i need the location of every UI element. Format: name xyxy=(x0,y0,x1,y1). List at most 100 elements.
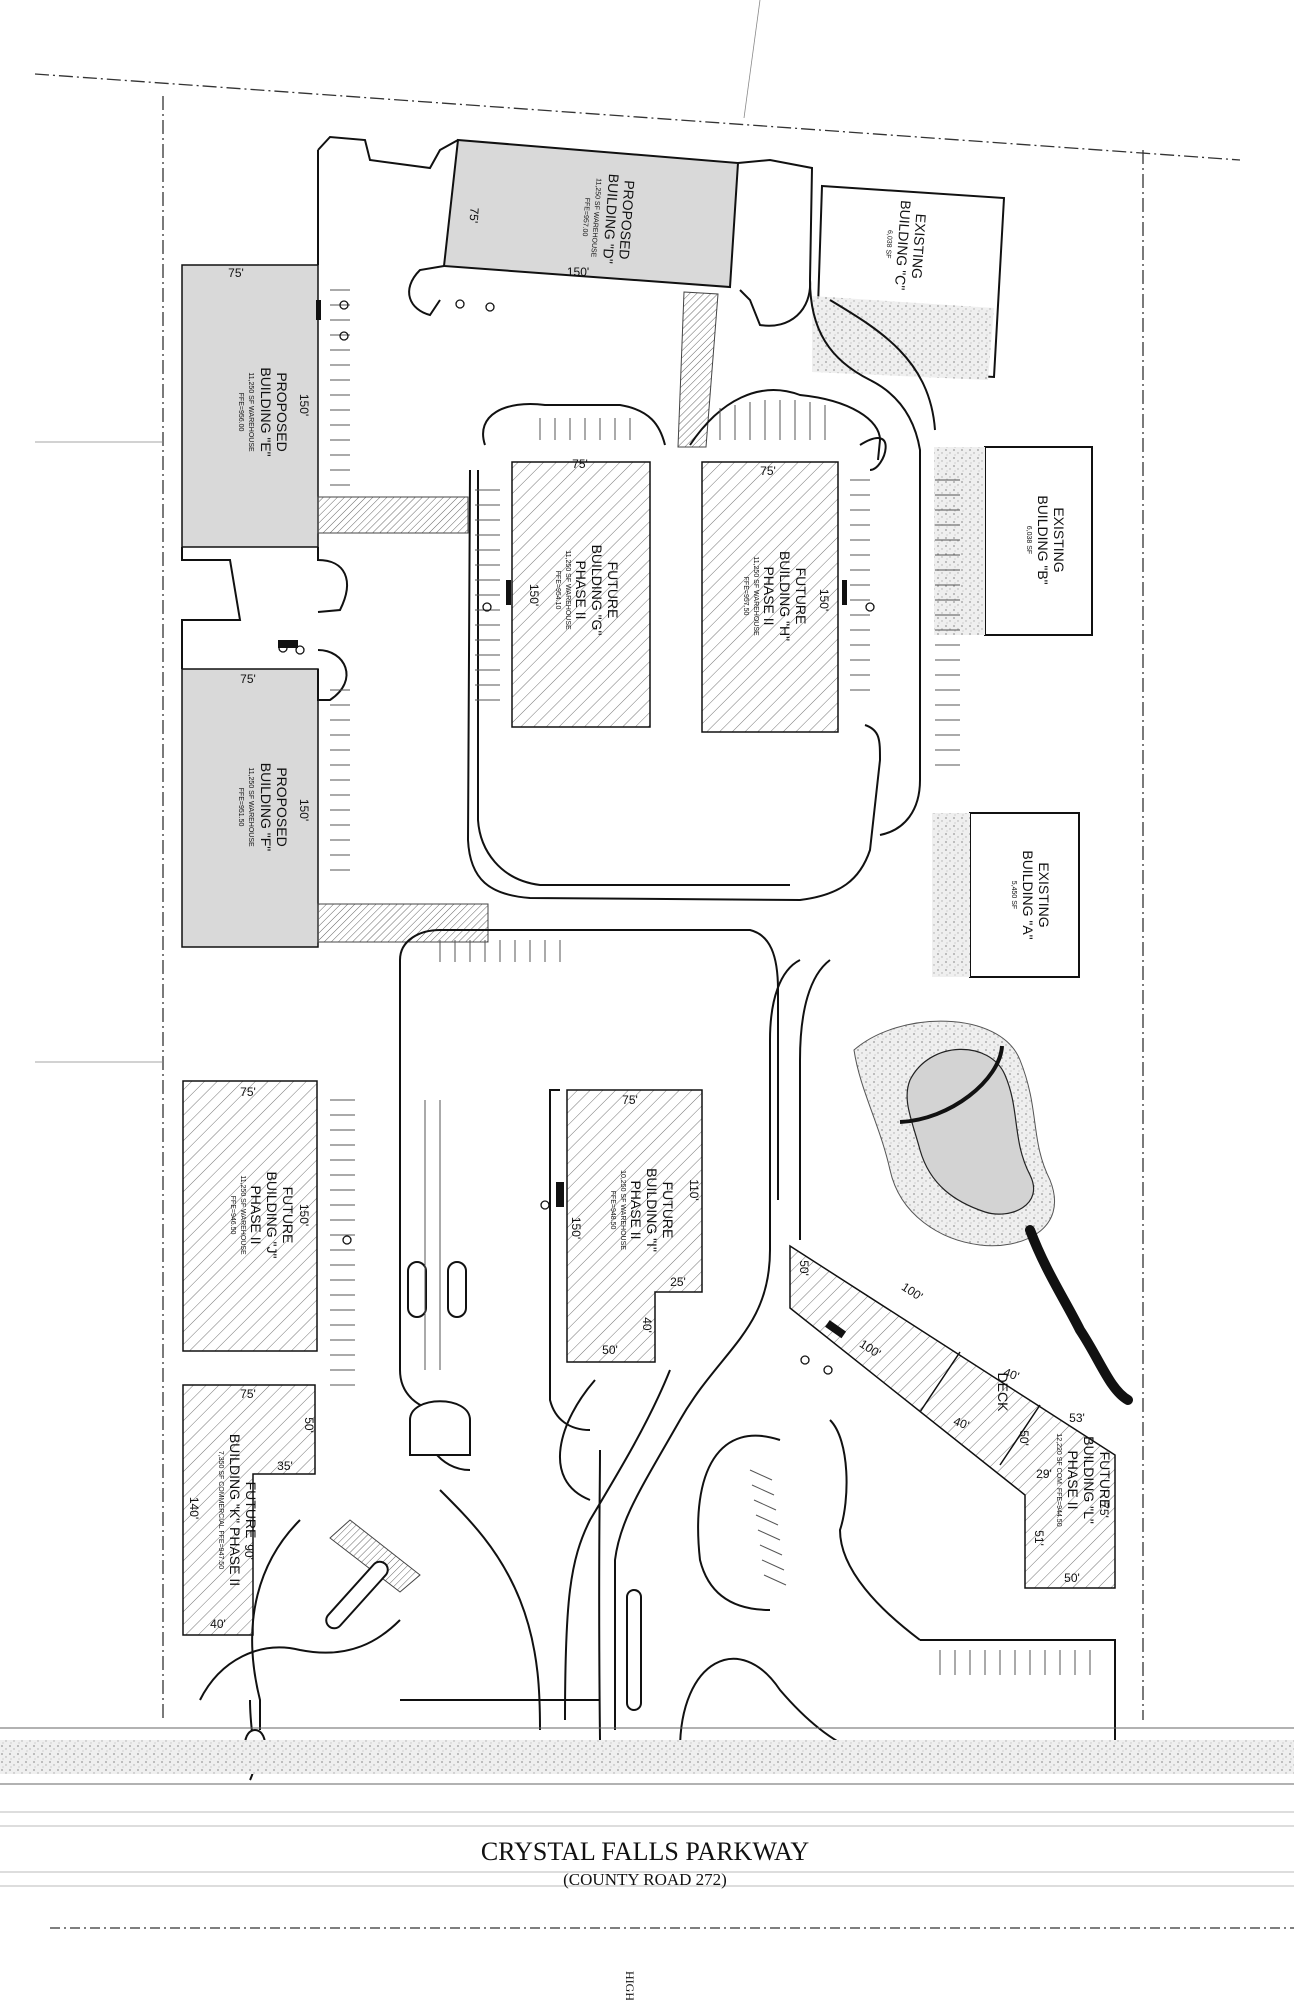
dim-h-150: 150' xyxy=(817,589,831,611)
building-b-label: EXISTING BUILDING "B" 6,038 SF xyxy=(1025,495,1067,584)
dim-l-51: 51' xyxy=(1032,1530,1046,1546)
building-f-label: PROPOSED BUILDING "F" 11,250 SF WAREHOUS… xyxy=(237,763,290,852)
building-l-phase: PHASE II xyxy=(1065,1450,1081,1509)
building-k-label: FUTURE BUILDING "K" PHASE II 7,350 SF CO… xyxy=(217,1434,259,1586)
building-b-title: EXISTING xyxy=(1051,507,1067,572)
deck-divider-2 xyxy=(999,1404,1041,1466)
building-l-area: 12,220 SF COM. FFE=944.50 xyxy=(1055,1433,1062,1526)
dim-i-150: 150' xyxy=(569,1217,583,1239)
building-b-area: 6,038 SF xyxy=(1025,526,1032,554)
building-c-area: 6,038 SF xyxy=(884,230,893,259)
dim-k-40: 40' xyxy=(210,1617,226,1631)
building-g-label: FUTURE BUILDING "G" PHASE II 11,250 SF W… xyxy=(554,545,621,636)
building-l-label: FUTURE BUILDING "L" PHASE II 12,220 SF C… xyxy=(1055,1433,1113,1526)
building-a-title: EXISTING xyxy=(1036,862,1052,927)
building-a-label: EXISTING BUILDING "A" 5,450 SF xyxy=(1010,850,1052,939)
building-e xyxy=(181,264,319,548)
building-h-name: BUILDING "H" xyxy=(777,551,793,641)
building-e-ffe: FFE=956.00 xyxy=(237,393,244,432)
dim-j-150: 150' xyxy=(297,1204,311,1226)
building-l xyxy=(789,1244,1116,1589)
building-d-title: PROPOSED xyxy=(616,180,637,260)
building-g-title: FUTURE xyxy=(605,562,621,619)
accessible-aisle-marks xyxy=(278,300,847,1339)
dim-e-75: 75' xyxy=(228,266,244,280)
building-g-area: 11,250 SF WAREHOUSE xyxy=(564,550,571,630)
dim-l-50c: 50' xyxy=(1064,1571,1080,1585)
building-d-name: BUILDING "D" xyxy=(600,173,622,264)
building-e-area: 11,250 SF WAREHOUSE xyxy=(247,372,254,452)
building-d xyxy=(442,138,740,289)
building-j-phase: PHASE II xyxy=(248,1185,264,1244)
building-i-phase: PHASE II xyxy=(628,1180,644,1239)
building-k-name: BUILDING "K" PHASE II xyxy=(227,1434,243,1586)
dim-f-75: 75' xyxy=(240,672,256,686)
building-h-area: 11,250 SF WAREHOUSE xyxy=(752,556,759,636)
adjacent-lot-lines xyxy=(35,0,761,1063)
deck-divider xyxy=(919,1351,961,1413)
dim-i-75: 75' xyxy=(622,1093,638,1107)
dim-f-150: 150' xyxy=(297,799,311,821)
building-a-name: BUILDING "A" xyxy=(1020,850,1036,939)
building-e-name: BUILDING "E" xyxy=(258,367,274,456)
dim-i-25: 25' xyxy=(670,1275,686,1289)
building-l-title: FUTURE xyxy=(1097,1452,1113,1509)
dim-l-29: 29' xyxy=(1036,1467,1052,1481)
building-h-ffe: FFE=957.50 xyxy=(742,577,749,616)
building-i-ffe: FFE=948.50 xyxy=(609,1191,616,1230)
building-j xyxy=(182,1080,318,1352)
road xyxy=(0,1727,1294,1929)
dim-k-140: 140' xyxy=(187,1497,201,1519)
building-j-ffe: FFE=946.50 xyxy=(229,1196,236,1235)
building-f-title: PROPOSED xyxy=(274,767,290,846)
dim-l-53: 53' xyxy=(1069,1411,1085,1425)
road-name: CRYSTAL FALLS PARKWAY xyxy=(481,1837,810,1866)
building-c-name: BUILDING "C" xyxy=(892,200,914,291)
building-c-title: EXISTING xyxy=(909,213,930,279)
dim-k-35: 35' xyxy=(277,1459,293,1473)
building-f-name: BUILDING "F" xyxy=(258,763,274,852)
dim-g-150: 150' xyxy=(527,584,541,606)
dim-l-40a: 40' xyxy=(1002,1365,1021,1384)
building-h-title: FUTURE xyxy=(793,568,809,625)
dim-k-75: 75' xyxy=(240,1387,256,1401)
dim-g-75: 75' xyxy=(572,457,588,471)
building-i xyxy=(566,1089,703,1363)
building-l-name: BUILDING "L" xyxy=(1081,1436,1097,1524)
dim-i-110: 110' xyxy=(687,1179,701,1200)
building-e-label: PROPOSED BUILDING "E" 11,250 SF WAREHOUS… xyxy=(237,367,290,456)
deck-label: DECK xyxy=(995,1373,1011,1413)
building-d-ffe: FFE=957.00 xyxy=(581,197,591,236)
dim-l-100a: 100' xyxy=(899,1280,925,1304)
parking-stalls xyxy=(330,289,1091,1675)
dim-l-50b: 50' xyxy=(1017,1430,1031,1446)
accessible-parking-icon xyxy=(278,299,875,1375)
building-i-name: BUILDING "I" xyxy=(644,1168,660,1252)
building-a-area: 5,450 SF xyxy=(1010,881,1017,909)
building-c-label: EXISTING BUILDING "C" 6,038 SF xyxy=(884,200,930,291)
building-g-phase: PHASE II xyxy=(573,560,589,619)
bottom-cut-label: HIGH xyxy=(623,1971,637,2000)
dim-d-150: 75' xyxy=(466,207,481,224)
building-k-title: FUTURE xyxy=(243,1482,259,1539)
building-k-area: 7,350 SF COMMERCIAL FFE=947.50 xyxy=(217,1451,224,1569)
building-a xyxy=(932,812,1080,978)
building-k xyxy=(182,1384,316,1636)
building-h xyxy=(701,461,839,733)
building-j-label: FUTURE BUILDING "J" PHASE II 11,250 SF W… xyxy=(229,1172,296,1259)
building-g-name: BUILDING "G" xyxy=(589,545,605,636)
building-b xyxy=(934,446,1093,636)
dim-l-40b: 40' xyxy=(952,1414,971,1433)
building-f xyxy=(181,668,319,948)
dim-k-50: 50' xyxy=(302,1417,316,1433)
road-subtitle: (COUNTY ROAD 272) xyxy=(563,1870,727,1889)
dim-l-75: 75' xyxy=(1097,1502,1111,1518)
building-i-title: FUTURE xyxy=(660,1182,676,1239)
dim-l-50a: 50' xyxy=(797,1260,811,1276)
building-i-label: FUTURE BUILDING "I" PHASE II 10,250 SF W… xyxy=(609,1168,676,1252)
building-h-label: FUTURE BUILDING "H" PHASE II 11,250 SF W… xyxy=(742,551,809,641)
dim-j-75: 75' xyxy=(240,1085,256,1099)
building-g-ffe: FFE=954.10 xyxy=(554,571,561,610)
islands xyxy=(243,1261,642,1769)
